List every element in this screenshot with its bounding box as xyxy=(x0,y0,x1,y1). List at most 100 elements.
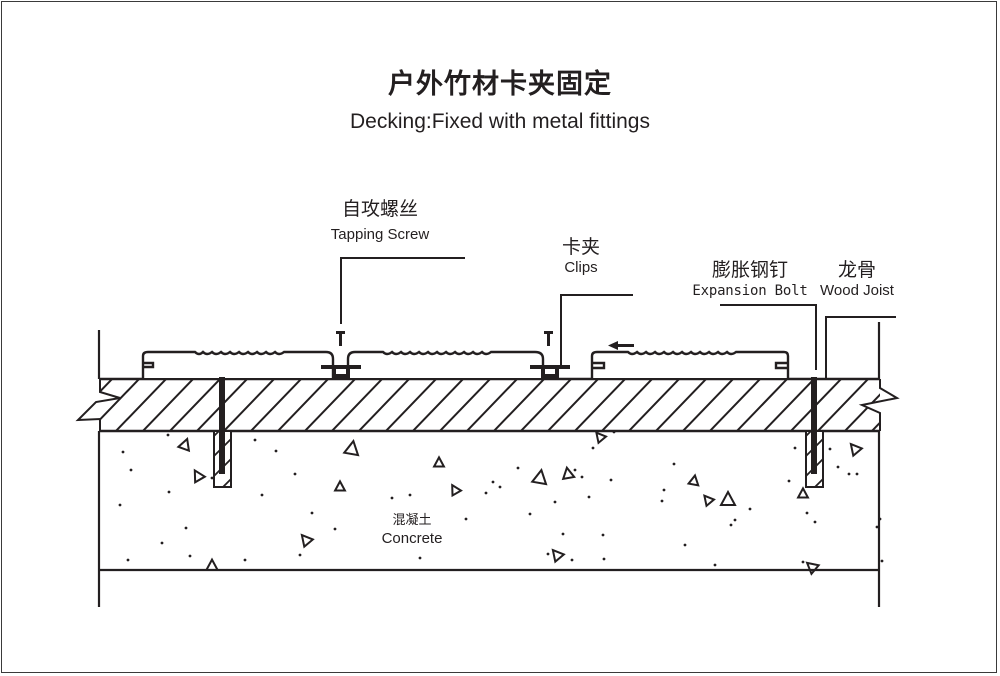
aggregate-dot xyxy=(118,503,122,507)
decking-board-2 xyxy=(346,350,545,378)
aggregate-dot xyxy=(580,475,584,479)
aggregate-triangle xyxy=(530,468,548,486)
label-clips: 卡夹 Clips xyxy=(541,236,621,278)
aggregate-dot xyxy=(602,557,606,561)
aggregate-dot xyxy=(662,488,666,492)
decking-board-3 xyxy=(590,350,790,378)
aggregate-dot xyxy=(160,541,164,545)
aggregate-triangle xyxy=(796,486,810,499)
aggregate-dot xyxy=(787,479,791,483)
hatch-line xyxy=(78,379,115,431)
aggregate-dot xyxy=(126,558,130,562)
joist-break-right xyxy=(858,379,900,431)
tapping-screw-icon-2 xyxy=(544,331,553,346)
label-wood-joist: 龙骨 Wood Joist xyxy=(808,259,906,301)
label-concrete: 混凝土 Concrete xyxy=(362,512,462,548)
leader-expansion-bolt xyxy=(720,304,817,370)
hatch-line xyxy=(113,379,169,431)
aggregate-dot xyxy=(253,438,257,442)
hatch-line xyxy=(734,379,790,431)
aggregate-dot xyxy=(260,493,264,497)
aggregate-dot xyxy=(748,507,752,511)
aggregate-dot xyxy=(875,525,879,529)
aggregate-triangle xyxy=(342,439,360,457)
hatch-line xyxy=(275,379,331,431)
hatch-line xyxy=(167,379,223,431)
aggregate-dot xyxy=(836,465,840,469)
bolt-shaft-right xyxy=(811,377,817,474)
label-wood-joist-cn: 龙骨 xyxy=(837,259,876,281)
clip-1 xyxy=(321,365,361,378)
label-tapping-screw-cn: 自攻螺丝 xyxy=(341,198,418,220)
aggregate-dot xyxy=(274,449,278,453)
hatch-line xyxy=(924,377,978,433)
hatch-line xyxy=(572,379,628,431)
hatch-line xyxy=(815,379,871,431)
hatch-line xyxy=(491,379,547,431)
aggregate-triangle xyxy=(451,483,463,498)
hatch-line xyxy=(896,379,897,431)
hatch-line xyxy=(626,379,682,431)
aggregate-triangle xyxy=(333,479,347,492)
aggregate-triangle xyxy=(561,465,577,481)
aggregate-dot xyxy=(546,552,550,556)
aggregate-dot xyxy=(878,517,882,521)
tapping-screws xyxy=(336,331,553,346)
aggregate-triangle xyxy=(204,557,220,571)
label-tapping-screw: 自攻螺丝 Tapping Screw xyxy=(300,198,460,245)
expansion-bolt-right xyxy=(805,377,824,488)
hatch-line xyxy=(653,379,709,431)
aggregate-dot xyxy=(293,472,297,476)
leader-lines xyxy=(340,257,896,379)
aggregate-dot xyxy=(418,556,422,560)
aggregate-dot xyxy=(121,450,125,454)
aggregate-dot xyxy=(498,485,502,489)
aggregate-dot xyxy=(801,560,805,564)
aggregate-triangle xyxy=(551,548,566,564)
concrete-aggregate-dots xyxy=(118,430,884,567)
aggregate-dot xyxy=(793,446,797,450)
aggregate-dot xyxy=(553,500,557,504)
hatch-line xyxy=(951,377,1000,433)
label-wood-joist-en: Wood Joist xyxy=(820,282,894,299)
aggregate-dot xyxy=(660,499,664,503)
aggregate-triangle xyxy=(686,473,700,487)
tapping-screw-icon-1 xyxy=(336,331,345,346)
label-clips-en: Clips xyxy=(564,259,598,276)
hatch-line xyxy=(383,379,439,431)
title-english: Decking:Fixed with metal fittings xyxy=(350,110,650,133)
hatch-line xyxy=(140,379,196,431)
aggregate-dot xyxy=(729,523,733,527)
concrete-aggregate-triangles xyxy=(176,431,864,576)
aggregate-dot xyxy=(561,532,565,536)
aggregate-dot xyxy=(298,553,302,557)
aggregate-dot xyxy=(243,558,247,562)
wood-joist xyxy=(75,377,1000,433)
aggregate-triangle xyxy=(849,442,864,458)
label-expansion-bolt: 膨胀钢钉 Expansion Bolt xyxy=(685,259,815,301)
aggregate-triangle xyxy=(432,455,446,468)
hatch-line xyxy=(302,379,358,431)
hatch-line xyxy=(599,379,655,431)
hatch-line xyxy=(761,379,817,431)
aggregate-dot xyxy=(813,520,817,524)
aggregate-dot xyxy=(184,526,188,530)
clip-2 xyxy=(530,365,570,378)
aggregate-dot xyxy=(880,559,884,563)
aggregate-dot xyxy=(609,478,613,482)
hatch-line xyxy=(518,379,574,431)
aggregate-dot xyxy=(129,468,133,472)
label-concrete-cn: 混凝土 xyxy=(392,513,432,528)
aggregate-dot xyxy=(528,512,532,516)
direction-arrow-icon xyxy=(608,341,634,350)
bolt-shaft-left xyxy=(219,377,225,474)
aggregate-dot xyxy=(672,462,676,466)
aggregate-dot xyxy=(805,511,809,515)
hatch-line xyxy=(464,379,520,431)
leader-wood-joist xyxy=(825,316,896,379)
label-tapping-screw-en: Tapping Screw xyxy=(330,226,430,243)
aggregate-dot xyxy=(587,495,591,499)
aggregate-dot xyxy=(210,476,214,480)
